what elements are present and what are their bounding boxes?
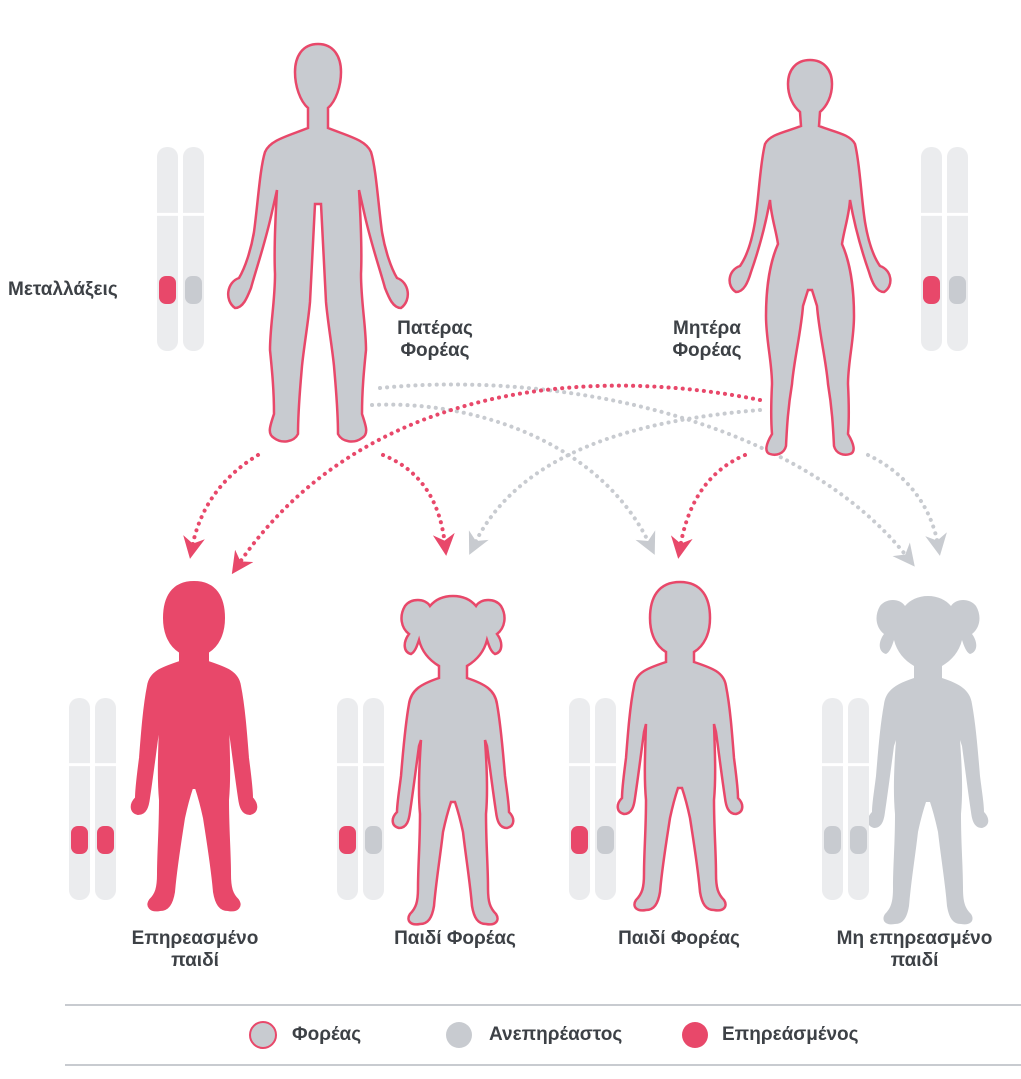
chromatid	[921, 147, 942, 351]
father-figure-icon	[226, 42, 410, 443]
unaffected-girl-figure-icon	[867, 596, 989, 925]
chromatid	[822, 698, 843, 900]
arrow-father-to-child2-pink	[381, 453, 455, 556]
legend-affected-icon	[682, 1022, 708, 1048]
mutation-band	[949, 276, 966, 304]
legend-carrier-label: Φορέας	[292, 1024, 362, 1045]
mutation-band	[365, 826, 382, 854]
child4-label: Μη επηρεασμένο παιδί	[812, 928, 1017, 972]
arrow-father-to-child3-grey	[370, 402, 656, 555]
chromatid	[595, 698, 616, 900]
chromatid	[848, 698, 869, 900]
father-label-line1: Πατέρας	[397, 318, 473, 339]
mother-label-line1: Μητέρα	[673, 318, 741, 339]
chromatid	[337, 698, 358, 900]
chromatid	[947, 147, 968, 351]
affected-child-figure-icon	[130, 581, 258, 912]
chromosome-pair-child1-icon	[69, 698, 116, 900]
carrier-boy-figure-icon	[616, 580, 744, 912]
carrier-girl-figure-icon	[391, 594, 515, 926]
chromatid	[363, 698, 384, 900]
arrow-mother-to-child3-pink	[670, 453, 747, 559]
child4-label-line2: παιδί	[890, 950, 939, 971]
chromosome-pair-child3-icon	[569, 698, 616, 900]
chromosome-pair-mother-icon	[921, 147, 968, 351]
legend-unaffected-icon	[446, 1022, 472, 1048]
mother-label-line2: Φορέας	[672, 340, 742, 361]
legend-carrier-icon	[249, 1021, 277, 1049]
mutations-label: Μεταλλάξεις	[8, 279, 118, 300]
chromatid	[69, 698, 90, 900]
chromatid	[569, 698, 590, 900]
arrow-mother-to-child4-grey	[866, 453, 947, 556]
mother-figure-icon	[728, 58, 892, 456]
child3-label: Παιδί Φορέας	[618, 928, 740, 949]
legend-affected-label: Επηρεάσμένος	[722, 1024, 859, 1045]
mutation-band	[597, 826, 614, 854]
child4-label-line1: Μη επηρεασμένο	[836, 928, 993, 949]
child1-label-line1: Επηρεασμένο	[131, 928, 259, 949]
child1-label-line2: παιδί	[171, 950, 219, 971]
legend-unaffected-label: Ανεπηρέαστος	[489, 1024, 623, 1045]
mutation-band	[571, 826, 588, 854]
chromosome-pair-child4-icon	[822, 698, 869, 900]
chromosome-pair-child2-icon	[337, 698, 384, 900]
mutation-band	[339, 826, 356, 854]
chromatid	[157, 147, 178, 351]
mutation-band	[185, 276, 202, 304]
child2-label: Παιδί Φορέας	[394, 928, 516, 949]
arrow-father-to-child1-pink	[183, 453, 260, 559]
mutation-band	[159, 276, 176, 304]
mutation-band	[923, 276, 940, 304]
mutation-band	[824, 826, 841, 854]
mutation-band	[850, 826, 867, 854]
chromosome-pair-father-icon	[157, 147, 204, 351]
child1-label: Επηρεασμένο παιδί	[105, 928, 285, 972]
father-label: Πατέρας Φορέας	[380, 318, 490, 362]
arrow-father-to-child4-grey	[378, 382, 915, 567]
chromatid	[183, 147, 204, 351]
arrow-mother-to-child1-pink	[231, 383, 762, 575]
chromosome-pairs	[69, 147, 968, 900]
mother-label: Μητέρα Φορέας	[652, 318, 762, 362]
mutation-band	[71, 826, 88, 854]
inheritance-arrows	[183, 382, 947, 575]
chromatid	[95, 698, 116, 900]
father-label-line2: Φορέας	[400, 340, 470, 361]
mutation-band	[97, 826, 114, 854]
arrow-mother-to-child2-grey	[468, 408, 762, 555]
